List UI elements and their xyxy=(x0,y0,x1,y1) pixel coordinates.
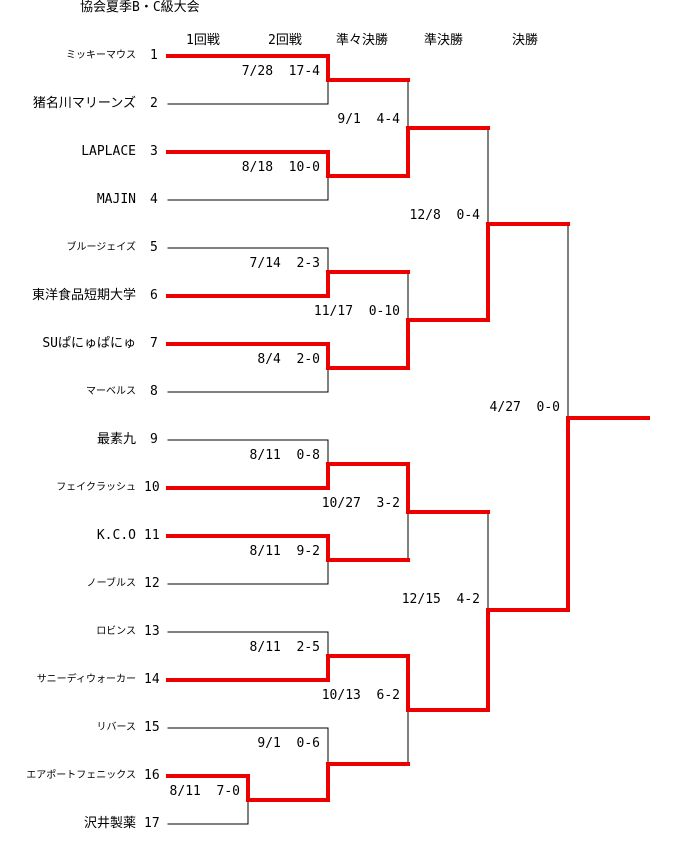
team-name: 沢井製薬 xyxy=(83,816,136,831)
team-seed: 4 xyxy=(150,192,158,207)
team-name: フェイクラッシュ xyxy=(56,482,136,493)
match-score: 9/1 4-4 xyxy=(337,112,400,127)
team-seed: 1 xyxy=(150,48,158,63)
team-seed: 12 xyxy=(144,576,160,591)
team-name: LAPLACE xyxy=(81,144,136,159)
match-score: 8/11 0-8 xyxy=(249,448,320,463)
team-name: K.C.O xyxy=(96,528,136,543)
r2-m3-loser xyxy=(247,247,329,273)
qf-m1-winner xyxy=(406,126,490,178)
team-name: エアポートフェニックス xyxy=(26,770,136,781)
r2-m8-winner xyxy=(326,762,410,802)
team-seed: 13 xyxy=(144,624,160,639)
match-score: 7/28 17-4 xyxy=(241,64,320,79)
final-winner xyxy=(566,416,650,612)
match-score: 7/14 2-3 xyxy=(249,256,320,271)
r2-m2-winner xyxy=(166,150,410,178)
r2-m8-loser xyxy=(247,727,329,765)
match-score: 11/17 0-10 xyxy=(313,304,400,319)
r2-m1-loser xyxy=(247,79,329,105)
team-name: リバース xyxy=(96,722,137,733)
r2-m6-winner xyxy=(166,534,410,562)
team-name: MAJIN xyxy=(96,192,136,207)
r2-m2-loser xyxy=(247,175,329,201)
team-seed: 14 xyxy=(144,672,160,687)
r2-m7-winner xyxy=(166,654,410,682)
team-name: マーベルス xyxy=(86,386,136,397)
match-score: 4/27 0-0 xyxy=(489,400,560,415)
r1-winner xyxy=(166,774,330,802)
team-seed: 6 xyxy=(150,288,158,303)
team-seed: 9 xyxy=(150,432,158,447)
qf-m3-winner xyxy=(406,462,490,514)
match-score: 10/13 6-2 xyxy=(321,688,400,703)
team-name: ノーブルス xyxy=(86,578,136,589)
team-seed: 15 xyxy=(144,720,160,735)
team-seed: 5 xyxy=(150,240,158,255)
match-score: 10/27 3-2 xyxy=(321,496,400,511)
round-header-4: 準決勝 xyxy=(424,33,464,48)
round-header-3: 準々決勝 xyxy=(336,33,389,48)
team-seed: 10 xyxy=(144,480,160,495)
team-name: SUぱにゅぱにゅ xyxy=(42,336,136,351)
match-score: 8/11 2-5 xyxy=(249,640,320,655)
round-header-5: 決勝 xyxy=(512,33,539,48)
r2-m4-winner xyxy=(166,342,410,370)
round-header-1: 1回戦 xyxy=(186,33,220,48)
team-name: 東洋食品短期大学 xyxy=(31,288,136,303)
match-score: 8/18 10-0 xyxy=(241,160,320,175)
r2-m3-winner xyxy=(166,270,410,298)
sf-m1-winner xyxy=(486,222,570,322)
r2-m1-winner xyxy=(166,54,410,82)
sf-m2-winner xyxy=(486,608,570,712)
team-name: 最素九 xyxy=(96,432,136,447)
team-name: ロビンス xyxy=(96,626,136,637)
team-name: ブルージェイズ xyxy=(66,242,137,253)
team-seed: 3 xyxy=(150,144,158,159)
team-name: ミッキーマウス xyxy=(66,50,136,61)
team-seed: 2 xyxy=(150,96,158,111)
team-name: サニーディウォーカー xyxy=(36,674,136,685)
match-score: 8/11 7-0 xyxy=(169,784,240,799)
team-seed: 17 xyxy=(144,816,160,831)
team-seed: 16 xyxy=(144,768,160,783)
match-score: 8/4 2-0 xyxy=(257,352,320,367)
match-score: 8/11 9-2 xyxy=(249,544,320,559)
r2-m5-winner xyxy=(166,462,410,490)
match-score: 12/8 0-4 xyxy=(409,208,480,223)
team-seed: 11 xyxy=(144,528,160,543)
qf-m2-winner xyxy=(406,318,490,370)
match-score: 9/1 0-6 xyxy=(257,736,320,751)
match-score: 12/15 4-2 xyxy=(401,592,480,607)
team-name: 猪名川マリーンズ xyxy=(32,96,136,111)
r2-m4-loser xyxy=(247,367,329,393)
r2-m5-loser xyxy=(247,439,329,465)
r2-m7-loser xyxy=(247,631,329,657)
page-title: 協会夏季B・C級大会 xyxy=(80,0,200,15)
round-header-2: 2回戦 xyxy=(268,33,302,48)
qf-m4-winner xyxy=(406,654,490,712)
team-seed: 7 xyxy=(150,336,158,351)
team-seed: 8 xyxy=(150,384,158,399)
r2-m6-loser xyxy=(247,559,329,585)
